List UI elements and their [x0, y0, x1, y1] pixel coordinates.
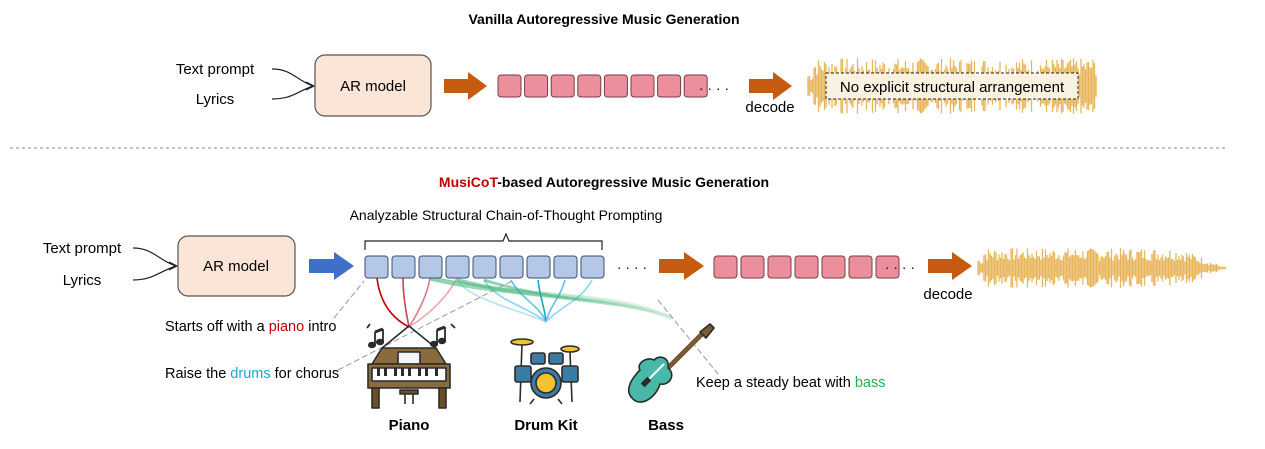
top-annotation-text: No explicit structural arrangement — [840, 79, 1065, 96]
bottom-title: MusiCoT-based Autoregressive Music Gener… — [439, 174, 769, 190]
bottom-input-lyrics: Lyrics — [63, 272, 102, 289]
audio-token — [630, 74, 655, 98]
link-piano-3 — [408, 277, 431, 328]
caption-piano-keyword: piano — [269, 319, 304, 335]
bottom-ar-model-box — [177, 235, 296, 297]
bottom-decode-label: decode — [923, 286, 972, 303]
link-drum-5 — [545, 279, 566, 323]
cot-bracket — [364, 232, 603, 250]
waveform-trace — [977, 248, 1227, 288]
cot-token — [526, 255, 551, 279]
cot-token — [418, 255, 443, 279]
top-input-connector-1 — [271, 68, 314, 87]
instrument-label-drum-kit: Drum Kit — [514, 417, 577, 434]
audio-token — [767, 255, 792, 279]
bottom-input-connector-1 — [132, 247, 177, 267]
bottom-input-arrowhead — [168, 261, 179, 271]
bottom-title-rest: -based Autoregressive Music Generation — [497, 174, 769, 190]
link-drum-3 — [510, 279, 547, 323]
top-input-text-prompt: Text prompt — [176, 61, 255, 78]
instrument-label-piano: Piano — [389, 417, 430, 434]
bottom-waveform — [977, 248, 1227, 288]
bottom-audio-token-sequence — [713, 255, 900, 279]
top-arrow-model-to-tokens — [444, 72, 487, 100]
link-piano-4 — [408, 277, 458, 328]
caption-bass: Keep a steady beat with bass — [696, 375, 885, 391]
caption-piano: Starts off with a piano intro — [165, 319, 336, 335]
bottom-input-text-prompt: Text prompt — [43, 240, 122, 257]
top-audio-token-sequence — [497, 74, 708, 98]
audio-token — [577, 74, 602, 98]
top-ar-model-label: AR model — [340, 78, 406, 95]
audio-token — [794, 255, 819, 279]
cot-token — [391, 255, 416, 279]
bottom-title-highlight: MusiCoT — [439, 174, 499, 190]
top-ellipsis: · · · · — [699, 80, 729, 96]
audio-token — [603, 74, 628, 98]
audio-token — [713, 255, 738, 279]
link-bass-3 — [483, 278, 673, 320]
arrow-cot-to-audio — [659, 252, 704, 280]
top-input-arrowhead — [305, 81, 316, 91]
top-decode-label: decode — [745, 99, 794, 116]
cot-token — [445, 255, 470, 279]
audio-token — [821, 255, 846, 279]
audio-token — [497, 74, 522, 98]
cot-label: Analyzable Structural Chain-of-Thought P… — [350, 207, 663, 223]
caption-drums-keyword: drums — [230, 366, 270, 382]
top-arrow-decode — [749, 72, 792, 100]
cot-ellipsis: · · · · — [617, 259, 647, 275]
arrow-model-to-cot — [309, 252, 354, 280]
caption-drums: Raise the drums for chorus — [165, 366, 339, 382]
piano-icon — [367, 325, 451, 409]
leader-piano-caption — [333, 280, 365, 319]
leader-drums-caption — [337, 280, 513, 371]
bottom-input-connector-2 — [132, 265, 177, 281]
top-input-lyrics: Lyrics — [196, 91, 235, 108]
top-title: Vanilla Autoregressive Music Generation — [468, 11, 739, 27]
audio-token — [683, 74, 708, 98]
link-piano-1 — [376, 277, 410, 328]
top-input-connector-2 — [271, 85, 314, 100]
cot-token — [553, 255, 578, 279]
audio-token — [657, 74, 682, 98]
music-note-icon — [366, 323, 456, 349]
cot-token — [580, 255, 605, 279]
audio-token — [524, 74, 549, 98]
instrument-label-bass: Bass — [648, 417, 684, 434]
audio-token — [875, 255, 900, 279]
audio-token — [550, 74, 575, 98]
token-instrument-links — [376, 275, 674, 328]
bottom-arrow-decode — [928, 252, 972, 280]
cot-token — [472, 255, 497, 279]
cot-token — [499, 255, 524, 279]
caption-bass-keyword: bass — [855, 375, 886, 391]
audio-token — [740, 255, 765, 279]
bass-guitar-icon — [627, 323, 715, 403]
link-piano-2 — [402, 277, 410, 328]
audio-token — [848, 255, 873, 279]
link-drum-6 — [545, 279, 593, 323]
bottom-ar-model-label: AR model — [203, 258, 269, 275]
drum-kit-icon — [510, 338, 580, 405]
link-drum-4 — [537, 279, 547, 323]
cot-token — [364, 255, 389, 279]
top-annotation-box — [825, 72, 1079, 100]
top-ar-model-box — [314, 54, 432, 117]
cot-token-sequence — [364, 255, 605, 279]
leader-bass-caption — [657, 299, 719, 375]
bottom-ellipsis: · · · · — [885, 259, 915, 275]
